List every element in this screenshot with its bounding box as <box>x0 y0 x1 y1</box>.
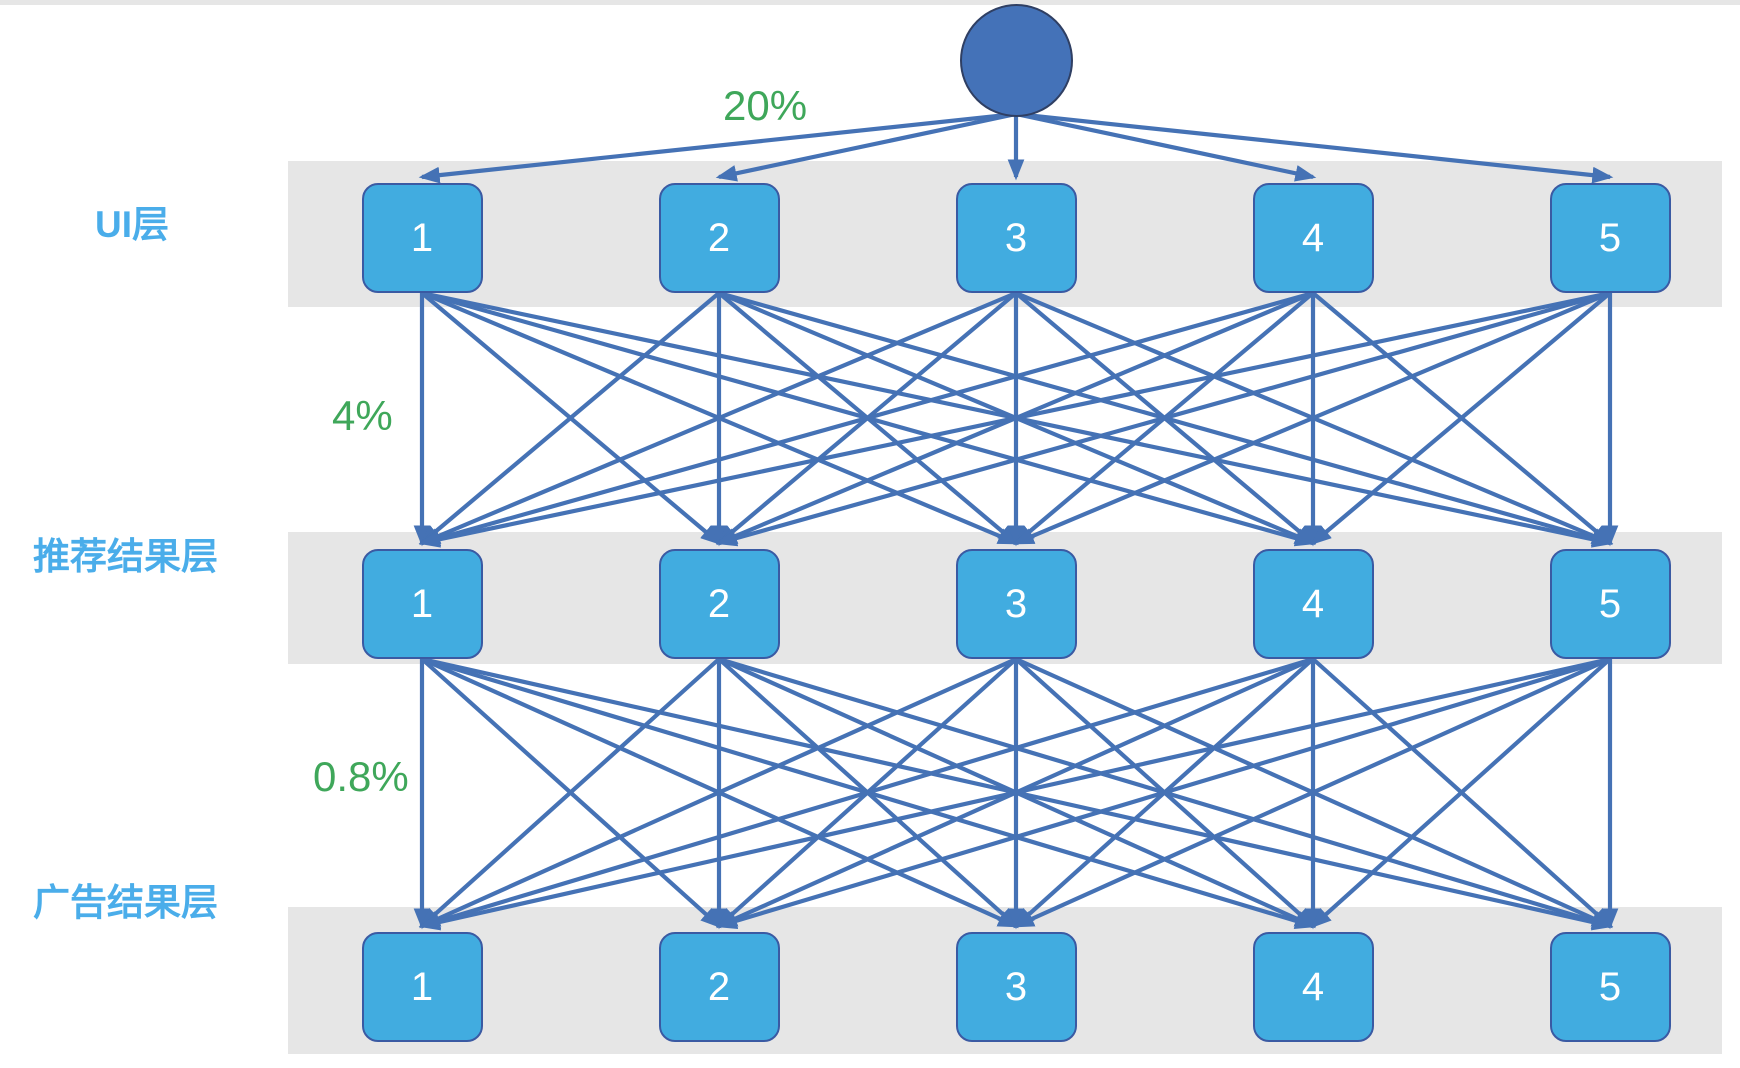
node-label: 2 <box>707 965 731 1009</box>
edge-recommend-4-to-ads-1 <box>418 656 1314 929</box>
edge-recommend-2-to-ads-1 <box>419 657 721 929</box>
node-ui-4[interactable]: 4 <box>1252 183 1374 293</box>
node-label: 2 <box>707 216 731 260</box>
top-edge-strip <box>0 0 1740 5</box>
edge-ui-4-to-recommend-1 <box>418 290 1314 547</box>
node-label: 4 <box>1301 582 1325 626</box>
node-ads-1[interactable]: 1 <box>361 932 483 1042</box>
edge-ui-5-to-recommend-4 <box>1310 291 1612 546</box>
edge-recommend-5-to-ads-2 <box>715 656 1611 929</box>
layer-label-ads: 广告结果层 <box>33 882 218 923</box>
node-label: 3 <box>1004 216 1028 260</box>
edge-ui-5-to-recommend-3 <box>1012 291 1611 545</box>
node-ui-2[interactable]: 2 <box>658 183 780 293</box>
edge-root-to-ui-4 <box>1015 111 1317 182</box>
edge-recommend-3-to-ads-1 <box>418 657 1017 928</box>
node-ui-1[interactable]: 1 <box>361 183 483 293</box>
node-recommend-3[interactable]: 3 <box>955 549 1077 659</box>
edge-root-to-ui-1 <box>418 111 1017 184</box>
node-label: 1 <box>410 216 434 260</box>
edge-root-to-ui-2 <box>715 111 1017 182</box>
edge-recommend-5-to-ads-3 <box>1012 657 1611 928</box>
node-label: 2 <box>707 582 731 626</box>
node-label: 5 <box>1598 965 1622 1009</box>
root-node[interactable] <box>960 4 1073 117</box>
node-ui-3[interactable]: 3 <box>955 183 1077 293</box>
node-ads-5[interactable]: 5 <box>1549 932 1671 1042</box>
node-label: 4 <box>1301 965 1325 1009</box>
node-label: 1 <box>410 965 434 1009</box>
percent-ui-to-recommend: 4% <box>332 392 393 439</box>
edge-ui-5-to-recommend-1 <box>418 290 1611 548</box>
edge-ui-2-to-recommend-1 <box>419 291 721 546</box>
node-label: 3 <box>1004 965 1028 1009</box>
node-recommend-2[interactable]: 2 <box>658 549 780 659</box>
node-label: 5 <box>1598 582 1622 626</box>
edge-root-to-ui-5 <box>1015 111 1614 184</box>
node-ads-4[interactable]: 4 <box>1252 932 1374 1042</box>
edge-ui-5-to-recommend-2 <box>715 290 1611 547</box>
node-ads-3[interactable]: 3 <box>955 932 1077 1042</box>
node-label: 5 <box>1598 216 1622 260</box>
layer-label-recommend: 推荐结果层 <box>33 536 218 577</box>
percent-root-to-ui: 20% <box>723 82 808 129</box>
node-ads-2[interactable]: 2 <box>658 932 780 1042</box>
node-label: 3 <box>1004 582 1028 626</box>
node-ui-5[interactable]: 5 <box>1549 183 1671 293</box>
edge-recommend-5-to-ads-4 <box>1310 657 1612 929</box>
edge-ui-3-to-recommend-1 <box>418 291 1017 545</box>
layer-label-ui: UI层 <box>95 204 169 245</box>
node-recommend-5[interactable]: 5 <box>1549 549 1671 659</box>
node-label: 1 <box>410 582 434 626</box>
node-recommend-4[interactable]: 4 <box>1252 549 1374 659</box>
percent-recommend-to-ads: 0.8% <box>313 753 409 800</box>
edge-recommend-5-to-ads-1 <box>418 656 1611 931</box>
node-recommend-1[interactable]: 1 <box>361 549 483 659</box>
node-label: 4 <box>1301 216 1325 260</box>
